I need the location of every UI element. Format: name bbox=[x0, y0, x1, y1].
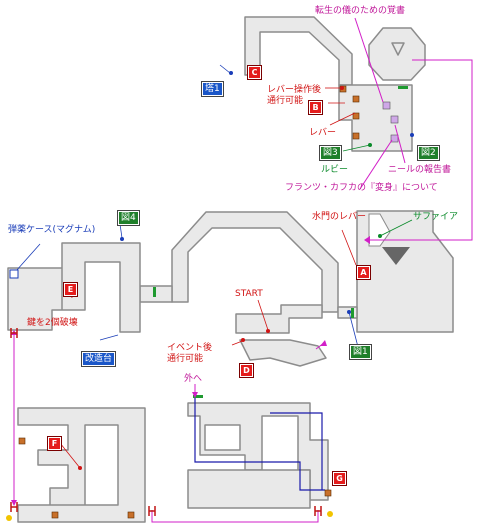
blue-leaders bbox=[15, 64, 359, 348]
door-south bbox=[193, 395, 203, 398]
room-start bbox=[235, 304, 323, 334]
corridor-start-curve bbox=[239, 339, 327, 367]
room-northeast bbox=[338, 84, 413, 152]
sapphire-label[interactable]: サファイア bbox=[413, 212, 459, 222]
ladders bbox=[10, 328, 322, 516]
door-center bbox=[153, 287, 156, 297]
fig1-badge[interactable]: 図1 bbox=[349, 344, 372, 360]
door-east bbox=[351, 308, 354, 318]
passable-label: 通行可能 bbox=[267, 96, 304, 106]
key-break-label: 鍵を2個破壊 bbox=[27, 318, 78, 328]
tower1-badge[interactable]: 塔1 bbox=[201, 81, 224, 97]
hourglass-room bbox=[368, 27, 426, 81]
fig2-badge[interactable]: 図2 bbox=[417, 145, 440, 161]
neal-report-label[interactable]: ニールの報告書 bbox=[388, 165, 452, 175]
marker-b[interactable]: B bbox=[308, 100, 323, 115]
marker-f[interactable]: F bbox=[47, 436, 62, 451]
fig3-badge[interactable]: 図3 bbox=[319, 145, 342, 161]
green-leaders bbox=[342, 144, 413, 237]
ammo-case-label[interactable]: 弾薬ケース(マグナム) bbox=[8, 225, 96, 235]
marker-d[interactable]: D bbox=[239, 363, 254, 378]
water-gate-lever-label[interactable]: 水門のレバー bbox=[312, 212, 367, 222]
documents bbox=[382, 101, 399, 143]
corridor-c bbox=[244, 16, 353, 86]
marker-c[interactable]: C bbox=[247, 65, 262, 80]
marker-a[interactable]: A bbox=[356, 265, 371, 280]
lever-after-label: レバー操作後 bbox=[267, 85, 322, 95]
doors bbox=[153, 86, 408, 398]
sapphire-triangle bbox=[382, 247, 410, 265]
room-southeast-lower bbox=[187, 469, 311, 509]
event-passable-label: 通行可能 bbox=[167, 354, 204, 364]
lever-label[interactable]: レバー bbox=[309, 128, 337, 138]
modify-table-badge[interactable]: 改造台 bbox=[80, 351, 117, 367]
event-after-label: イベント後 bbox=[167, 343, 213, 353]
link-lines bbox=[13, 17, 473, 523]
marker-e[interactable]: E bbox=[63, 282, 78, 297]
route-line-2 bbox=[270, 412, 323, 490]
blue-dots bbox=[120, 71, 414, 314]
leader-dots bbox=[78, 86, 344, 470]
franz-kafka-label[interactable]: フランツ・カフカの『変身』について bbox=[285, 183, 438, 193]
room-southeast-inner bbox=[204, 424, 241, 451]
marker-g[interactable]: G bbox=[332, 471, 347, 486]
reincarnation-note-label[interactable]: 転生の儀のための覚書 bbox=[315, 6, 406, 16]
map-corridors bbox=[7, 16, 454, 523]
green-dots bbox=[368, 143, 382, 238]
start-label: START bbox=[235, 289, 263, 299]
room-southwest bbox=[17, 407, 146, 523]
ammo-case-icon bbox=[9, 269, 19, 279]
door-ne bbox=[398, 86, 408, 89]
route-line bbox=[194, 398, 325, 491]
outside-label[interactable]: 外へ bbox=[184, 374, 203, 384]
ruby-label[interactable]: ルビー bbox=[321, 165, 349, 175]
star-icons bbox=[6, 511, 333, 521]
fig4-badge[interactable]: 図4 bbox=[117, 210, 140, 226]
